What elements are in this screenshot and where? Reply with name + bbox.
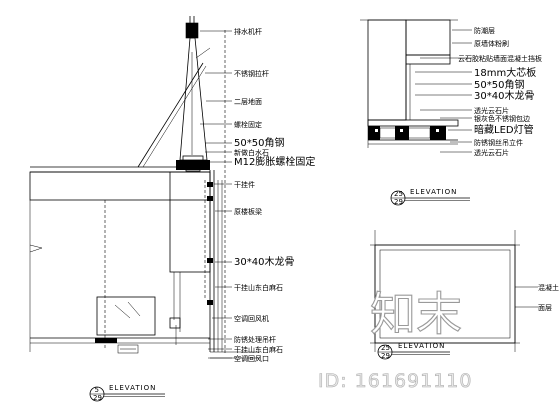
label-surface: 面层 (538, 304, 552, 312)
label-original-beam: 原楼板梁 (234, 207, 262, 216)
watermark: 知末 ID: 161691110 (318, 286, 472, 392)
top-right-section-detail: 防潮层 原墙体粉刷 云石胶粘贴墙面混凝土挡板 18mm大芯板 50*50角钢 3… (360, 19, 542, 206)
label-translucent-stone-1: 透光云石片 (474, 106, 509, 115)
left-labels: 排水机杆 不锈钢拉杆 二层地面 螺栓固定 50*50角钢 新做白水石 M12膨胀… (234, 27, 315, 363)
label-rustproof-rod: 防锈处理吊杆 (234, 335, 276, 344)
drain-pole (179, 16, 208, 161)
left-title-symbol-bottom: 29 (93, 394, 102, 402)
ceiling-line (30, 337, 260, 359)
tr-title-symbol-top: 25 (394, 190, 403, 198)
br-title-symbol-top: 25 (381, 344, 390, 352)
bottom-right-title-block: 25 29 ELEVATION (377, 342, 450, 360)
label-bolt-fix: 螺栓固定 (234, 120, 262, 129)
wall-and-hangers (29, 200, 181, 352)
label-m12-bolt: M12膨胀螺栓固定 (234, 155, 315, 168)
left-title-block: 5 29 ELEVATION (89, 384, 165, 402)
label-drain-pole: 排水机杆 (234, 27, 262, 36)
label-ac-vent: 空调回风口 (234, 354, 269, 363)
bottom-right-labels: 混凝土 面层 (538, 283, 559, 312)
label-damp-layer: 防潮层 (474, 26, 495, 35)
label-stainless-edge: 银灰色不锈钢包边 (474, 114, 530, 123)
bottom-right-section-detail: 混凝土 面层 25 29 ELEVATION (370, 230, 559, 360)
left-title-symbol-top: 5 (95, 386, 99, 394)
watermark-logo: 知末 (370, 287, 462, 341)
label-ac-return: 空调回风机 (234, 314, 269, 323)
tr-title-symbol-bottom: 29 (394, 198, 403, 206)
stone-facade-layers (204, 170, 223, 352)
label-white-stone: 新做白水石 (234, 148, 269, 157)
label-wall-plaster: 原墙体粉刷 (474, 39, 509, 48)
br-title: ELEVATION (398, 342, 445, 350)
left-leaders (200, 30, 232, 359)
label-granite-1: 干挂山东白麻石 (234, 283, 283, 292)
label-hanger: 干挂件 (234, 180, 255, 189)
top-right-leaders (415, 29, 472, 153)
stainless-tie-rods (137, 47, 211, 168)
ceiling-light-box (367, 119, 459, 145)
label-second-floor: 二层地面 (234, 97, 262, 106)
watermark-id: ID: 161691110 (318, 370, 472, 392)
tr-title: ELEVATION (410, 188, 457, 196)
ac-return-unit (96, 296, 181, 336)
floor-slab (29, 166, 211, 273)
bottom-right-leaders (515, 286, 538, 308)
label-angle-steel: 50*50角钢 (234, 136, 284, 149)
hatched-wall (370, 230, 520, 352)
label-wood-keel-tr: 30*40木龙骨 (474, 89, 534, 102)
bolt-bracket (176, 155, 210, 172)
label-18mm-board: 18mm大芯板 (474, 66, 536, 79)
label-tie-rod: 不锈钢拉杆 (234, 69, 269, 78)
top-right-title-block: 25 29 ELEVATION (390, 188, 470, 206)
label-marble-glue: 云石胶粘贴墙面混凝土挡板 (458, 54, 542, 63)
label-concrete: 混凝土 (538, 283, 559, 292)
label-wood-keel: 30*40木龙骨 (234, 255, 294, 268)
left-section-detail: 排水机杆 不锈钢拉杆 二层地面 螺栓固定 50*50角钢 新做白水石 M12膨胀… (29, 16, 315, 402)
label-angle-steel-tr: 50*50角钢 (474, 78, 524, 91)
label-led-tube: 暗藏LED灯管 (474, 123, 534, 136)
label-translucent-stone-2: 透光云石片 (474, 148, 509, 157)
label-granite-2: 干挂山东白麻石 (234, 345, 283, 354)
top-right-labels: 防潮层 原墙体粉刷 云石胶粘贴墙面混凝土挡板 18mm大芯板 50*50角钢 3… (458, 26, 542, 157)
left-title: ELEVATION (109, 384, 156, 392)
br-title-symbol-bottom: 29 (381, 352, 390, 360)
label-rustproof-wire: 防锈钢丝吊立件 (474, 138, 523, 147)
